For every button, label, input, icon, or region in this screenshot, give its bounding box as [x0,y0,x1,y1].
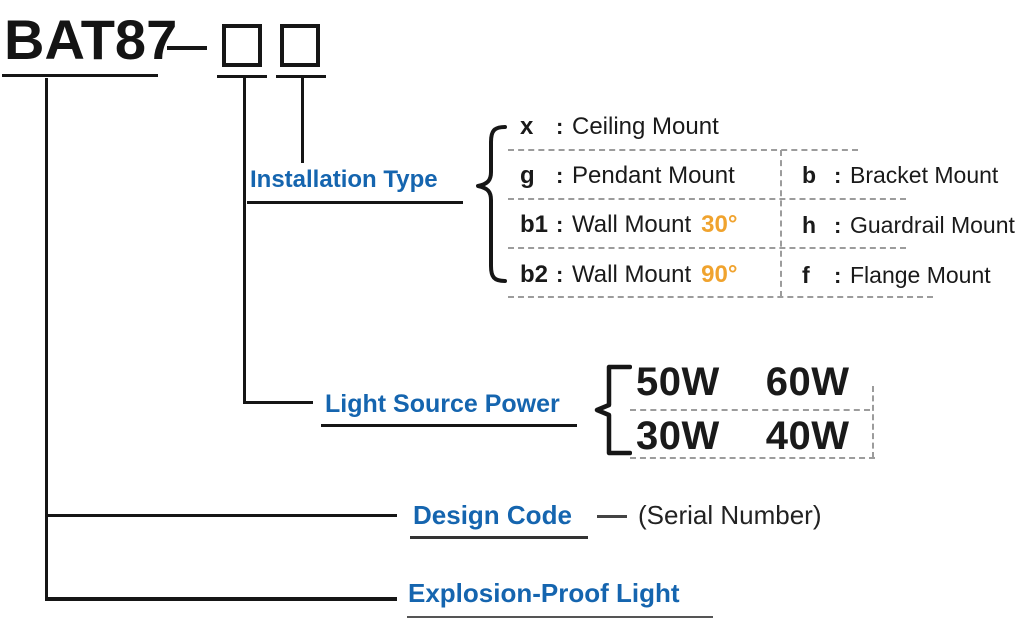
connector-main-vertical [45,78,48,599]
option-name: Pendant Mount [572,162,735,189]
connector-product-horizontal [45,597,397,601]
square-bracket [594,364,632,456]
model-dash-mark [167,46,207,50]
option-name: Bracket Mount [850,162,999,188]
option-colon: : [834,163,842,188]
option-row-bracket: b : Bracket Mount [802,160,998,191]
option-colon: : [834,213,842,238]
option-code: g [520,162,535,189]
digit-box-1-underline [217,75,267,78]
model-digit-box-1 [222,24,262,67]
serial-number-text: (Serial Number) [638,500,822,530]
power-value: 60W [765,360,850,404]
curly-brace [468,124,508,284]
option-code: h [802,212,817,238]
option-code: b1 [520,211,549,238]
option-colon: : [556,163,564,188]
option-colon: : [556,262,564,287]
option-name: Ceiling Mount [572,113,719,140]
power-value: 30W [636,414,720,458]
option-row-pendant: g : Pendant Mount [520,161,735,191]
power-divider-bottom [630,457,875,459]
option-code: x [520,113,534,140]
connector-box1-vertical [243,78,246,404]
option-name: Flange Mount [850,262,991,288]
product-name-label: Explosion-Proof Light [408,578,680,608]
power-row-1: 50W 60W [636,360,850,404]
options-column-separator [780,150,782,297]
light-source-power-underline [321,424,577,427]
model-prefix-underline [2,74,158,77]
power-value: 50W [636,360,720,404]
option-code: b2 [520,261,549,288]
installation-type-label: Installation Type [250,166,438,193]
option-colon: : [834,263,842,288]
product-name-underline [407,616,713,618]
installation-type-underline [247,201,463,204]
options-divider-3 [508,247,906,249]
option-row-guardrail: h : Guardrail Mount [802,210,1015,241]
option-name: Wall Mount [572,211,692,238]
option-row-wall-30: b1 : Wall Mount 30° [520,210,737,240]
option-name: Guardrail Mount [850,212,1015,238]
serial-dash-mark [597,515,627,518]
options-divider-2 [508,198,906,200]
option-angle-highlight: 30° [701,211,738,238]
option-angle-highlight: 90° [701,261,738,288]
option-row-wall-90: b2 : Wall Mount 90° [520,260,737,290]
connector-power-horizontal [243,401,313,404]
power-divider-right [872,386,874,458]
connector-box2-vertical [301,78,304,163]
power-value: 40W [765,414,850,458]
option-row-flange: f : Flange Mount [802,260,991,291]
design-code-underline [410,536,588,539]
option-colon: : [556,114,564,139]
connector-design-horizontal [47,514,397,517]
design-code-label: Design Code [413,500,572,530]
option-colon: : [556,212,564,237]
digit-box-2-underline [276,75,326,78]
option-row-ceiling: x : Ceiling Mount [520,112,719,142]
model-digit-box-2 [280,24,320,67]
power-row-2: 30W 40W [636,414,850,458]
light-source-power-label: Light Source Power [325,390,560,418]
model-prefix: BAT87 [4,8,178,71]
power-divider-mid [630,409,870,411]
option-code: f [802,262,810,288]
options-divider-bottom [508,296,933,298]
option-code: b [802,162,817,188]
options-divider-1 [508,149,858,151]
option-name: Wall Mount [572,261,692,288]
